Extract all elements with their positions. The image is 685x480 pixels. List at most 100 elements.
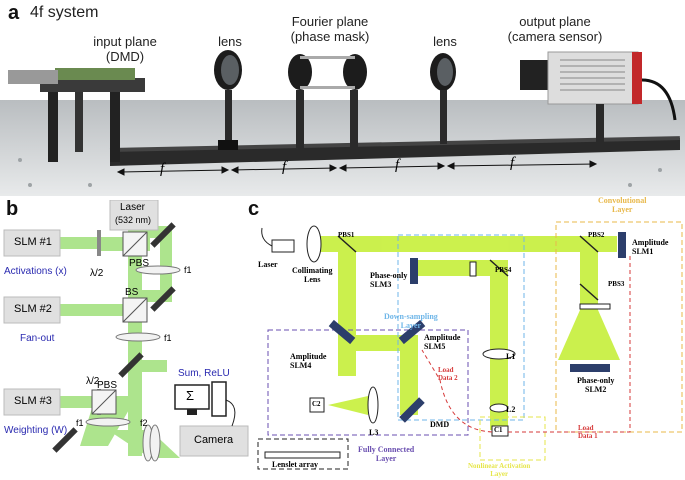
load-data-2-label: Load Data 2 <box>438 366 458 382</box>
amp-slm1-label: Amplitude SLM1 <box>632 238 669 256</box>
sum-relu-label: Sum, ReLU <box>178 368 230 379</box>
down-layer-box <box>397 234 525 421</box>
caption-lens-1: lens <box>218 34 242 49</box>
l2-label: L2 <box>506 405 516 414</box>
pbs2 <box>579 235 599 253</box>
lenslet-b <box>579 303 611 310</box>
f1-label-b: f1 <box>164 333 172 343</box>
laser-box <box>109 200 159 231</box>
laser-label-c: Laser <box>258 260 278 269</box>
slm-1-label: SLM #1 <box>14 236 52 248</box>
panel-c-label: c <box>248 198 260 220</box>
lens-l1 <box>482 348 516 360</box>
phase-slm3-label: Phase-only SLM3 <box>370 271 408 289</box>
nonlinear-layer-label: Nonlinear Activation Layer <box>468 462 531 478</box>
panel-a-label: a <box>8 2 20 24</box>
f2-label: f2 <box>140 418 148 428</box>
camera-c2 <box>309 397 325 413</box>
dmd-c <box>399 397 425 423</box>
camera-label: Camera <box>194 434 234 446</box>
lens-2-mount <box>430 53 456 144</box>
mirrors <box>52 222 176 453</box>
panel-b-schematic <box>3 200 249 462</box>
weighting-label: Weighting (W) <box>4 425 68 436</box>
caption-fourier-plane: Fourier plane (phase mask) <box>290 14 370 44</box>
fc-layer-box <box>267 329 469 436</box>
dmd-assembly <box>8 68 145 162</box>
caption-lens-2: lens <box>433 34 457 49</box>
halfwave-label-1: λ/2 <box>90 268 104 279</box>
amp-slm4 <box>328 319 356 345</box>
pbs1 <box>337 235 357 253</box>
lenslet-a <box>469 261 477 277</box>
collimating-lens <box>306 225 322 263</box>
pbs4 <box>489 259 509 277</box>
phase-slm2-label: Phase-only SLM2 <box>577 376 615 394</box>
camera-box <box>179 425 249 457</box>
slm-3-box <box>3 388 61 416</box>
slm-2-label: SLM #2 <box>14 303 52 315</box>
pbs2-label: PBS2 <box>588 231 605 239</box>
dmd-label-c: DMD <box>430 420 450 429</box>
c2-label: C2 <box>312 400 321 408</box>
halfwave-label-2: λ/2 <box>86 376 100 387</box>
caption-input-plane: input plane (DMD) <box>93 34 157 64</box>
phase-slm3 <box>410 258 418 284</box>
lenslet-box <box>257 438 349 470</box>
down-layer-label: Down-sampling Layer <box>384 312 438 330</box>
conv-layer-label: Convolutional Layer <box>598 196 647 214</box>
f-label-1: f <box>160 161 165 177</box>
laser-label: Laser <box>120 202 146 213</box>
sigma-symbol: Σ <box>186 388 195 403</box>
pbs3 <box>579 283 599 301</box>
panel-a-title: 4f system <box>30 4 99 21</box>
amp-slm5 <box>398 319 426 345</box>
photo-4f-system <box>0 50 685 196</box>
l3-label: L3 <box>369 428 379 437</box>
pbs1-label: PBS1 <box>338 231 355 239</box>
load-data-1-arrow <box>508 256 631 433</box>
load-data-2-arrow <box>421 349 493 433</box>
lens-l3 <box>367 386 379 424</box>
lenses <box>85 265 181 462</box>
phase-slm2 <box>570 364 610 372</box>
amp-slm1 <box>618 232 626 258</box>
focal-length-arrows <box>116 160 598 176</box>
pbs-cube-2 <box>91 389 117 415</box>
collimating-label: Collimating Lens <box>292 266 333 284</box>
lens-1-mount <box>214 50 242 150</box>
pbs3-label: PBS3 <box>608 280 625 288</box>
bs-label: BS <box>125 287 139 298</box>
laser-source-c <box>261 227 295 253</box>
bs-cube <box>122 297 148 323</box>
optical-rail <box>110 138 680 166</box>
activations-label: Activations (x) <box>4 266 67 277</box>
f1-label-c: f1 <box>76 418 84 428</box>
f-label-3: f <box>395 157 400 173</box>
f-label-4: f <box>510 155 515 171</box>
load-data-1-label: Load Data 1 <box>578 424 598 440</box>
pbs4-label: PBS4 <box>495 266 512 274</box>
lenslet-array-icon <box>264 451 341 459</box>
pbs-label-2: PBS <box>97 380 118 391</box>
lenslet-array-label: Lenslet array <box>272 460 318 469</box>
halfwave-plate-1 <box>97 230 101 256</box>
slm-1-box <box>3 229 61 257</box>
beam-paths-c <box>312 236 620 430</box>
amp-slm5-label: Amplitude SLM5 <box>424 333 461 351</box>
panel-b-label: b <box>6 198 19 220</box>
f1-label-a: f1 <box>184 265 192 275</box>
pbs-cube-1 <box>122 231 148 257</box>
caption-output-plane: output plane (camera sensor) <box>507 14 603 44</box>
camera-assembly <box>520 51 677 142</box>
amp-slm4-label: Amplitude SLM4 <box>290 352 327 370</box>
fourier-mount <box>288 54 367 148</box>
panel-c-schematic <box>257 221 683 470</box>
camera-c1 <box>491 425 509 437</box>
f-label-2: f <box>282 159 287 175</box>
c1-label: C1 <box>494 426 503 434</box>
fc-layer-label: Fully Connected Layer <box>358 445 415 463</box>
laser-wavelength: (532 nm) <box>115 215 152 225</box>
computer-icon <box>174 381 236 427</box>
lens-l2 <box>489 403 509 413</box>
